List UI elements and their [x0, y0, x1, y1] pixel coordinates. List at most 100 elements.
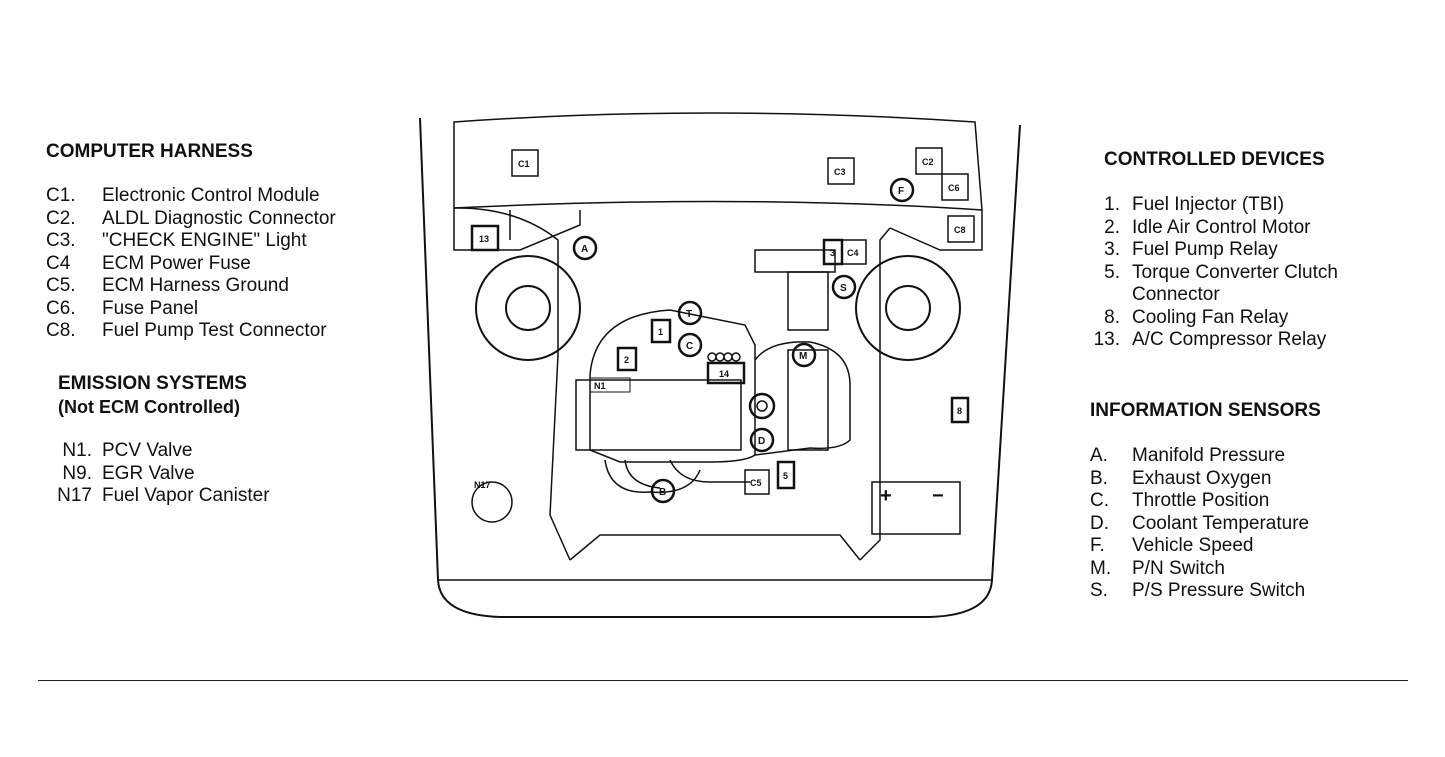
device-14-box [706, 361, 746, 385]
sensor-t-circle [677, 300, 703, 326]
c8-label: C8 [954, 225, 966, 235]
battery [871, 481, 961, 535]
controlled-devices-heading: CONTROLLED DEVICES [1104, 149, 1325, 170]
sensor-d-label: D [758, 436, 765, 447]
list-item: 8. Cooling Fan Relay [1092, 307, 1338, 330]
sensor-c-circle [677, 332, 703, 358]
sensor-a-label: A [581, 244, 588, 255]
item-label: Throttle Position [1132, 490, 1270, 511]
sensor-m-label: M [799, 351, 807, 362]
item-code: C. [1090, 490, 1109, 511]
list-item: A.Manifold Pressure [1090, 445, 1309, 468]
c2-label: C2 [922, 157, 934, 167]
device-14-pins [707, 352, 741, 362]
sensor-m-circle [791, 342, 817, 368]
item-code: M. [1090, 557, 1112, 579]
fuel-vapor-canister [471, 481, 513, 523]
n1-label: N1 [594, 381, 606, 391]
list-item: S.P/S Pressure Switch [1090, 580, 1309, 603]
item-label: ALDL Diagnostic Connector [102, 207, 336, 229]
information-sensors-heading: INFORMATION SENSORS [1090, 400, 1321, 421]
c1-label: C1 [518, 159, 530, 169]
item-label: Fuel Pump Relay [1132, 239, 1278, 260]
item-code: 1. [1104, 194, 1120, 215]
item-label: Fuel Pump Test Connector [102, 320, 327, 341]
device-13-label: 13 [479, 234, 489, 244]
emission-systems-heading: EMISSION SYSTEMS [58, 373, 247, 394]
item-code: C1. [46, 185, 76, 206]
list-item: C8.Fuel Pump Test Connector [46, 320, 336, 343]
item-label: P/N Switch [1132, 557, 1225, 579]
exhaust-manifold [604, 459, 750, 494]
left-strut-tower-outer [475, 255, 581, 361]
n1-box [589, 377, 631, 393]
information-sensors-list: A.Manifold Pressure B.Exhaust Oxygen C. T… [1090, 445, 1309, 603]
item-label: Electronic Control Module [102, 185, 320, 206]
item-code: N1. [62, 440, 92, 461]
sensor-f-label: F [898, 186, 904, 197]
item-code: C4 [46, 252, 71, 274]
list-item: F.Vehicle Speed [1090, 535, 1309, 558]
computer-harness-heading: COMPUTER HARNESS [46, 141, 253, 162]
c5-label: C5 [750, 478, 762, 488]
sensor-c-label: C [686, 341, 693, 352]
device-5-box [776, 460, 796, 490]
list-item: D.Coolant Temperature [1090, 513, 1309, 536]
item-code: F. [1090, 535, 1105, 556]
list-item: M. P/N Switch [1090, 558, 1309, 581]
list-item: C2. ALDL Diagnostic Connector [46, 208, 336, 231]
device-1-box [650, 318, 672, 344]
list-item: N9.EGR Valve [46, 463, 270, 486]
list-item: B.Exhaust Oxygen [1090, 468, 1309, 491]
c8-box [947, 215, 975, 243]
c6-label: C6 [948, 183, 960, 193]
valve-cover [575, 379, 742, 451]
device-2-label: 2 [624, 355, 629, 365]
sensor-f-circle [889, 177, 915, 203]
c6-box [941, 173, 969, 201]
right-strut-tower-outer [855, 255, 961, 361]
item-label: "CHECK ENGINE" Light [102, 230, 307, 251]
right-fender [889, 210, 983, 251]
item-label: Manifold Pressure [1132, 445, 1286, 466]
list-item: C. Throttle Position [1090, 490, 1309, 513]
item-label: Connector [1132, 284, 1220, 305]
battery-plus-label: + [880, 485, 892, 507]
item-code: S. [1090, 580, 1108, 601]
item-label: Exhaust Oxygen [1132, 467, 1272, 489]
device-2-box [616, 346, 638, 372]
right-fender-inner [859, 227, 891, 561]
pn-switch-housing [787, 349, 829, 451]
left-fender [453, 208, 581, 251]
list-item-continuation: Connector [1092, 284, 1338, 307]
right-strut-tower-inner [885, 285, 931, 331]
item-code: 2. [1104, 216, 1120, 238]
n17-label: N17 [474, 480, 491, 490]
item-code: 5. [1104, 261, 1120, 283]
item-label: Idle Air Control Motor [1132, 216, 1311, 238]
item-label: Fuel Vapor Canister [102, 485, 270, 506]
item-label: Cooling Fan Relay [1132, 306, 1289, 328]
item-code: C6. [46, 297, 76, 319]
sensor-b-label: B [659, 487, 666, 498]
device-1-label: 1 [658, 327, 663, 337]
c1-box [511, 149, 539, 177]
list-item: N1.PCV Valve [46, 440, 270, 463]
list-item: 1.Fuel Injector (TBI) [1092, 194, 1338, 217]
sensor-s-top-label: S [840, 283, 847, 294]
device-13-box [470, 224, 500, 252]
device-3-box [822, 238, 844, 266]
item-code: C2. [46, 207, 76, 229]
item-code: C3. [46, 230, 76, 251]
item-label: ECM Power Fuse [102, 252, 251, 274]
device-14-label: 14 [719, 369, 729, 379]
list-item: 2. Idle Air Control Motor [1092, 217, 1338, 240]
controlled-devices-list: 1.Fuel Injector (TBI) 2. Idle Air Control… [1092, 194, 1338, 352]
engine-compartment-diagram: + − N17 C1 C3 C2 C6 C8 C4 C5 13 3 1 2 14… [419, 112, 1021, 618]
item-code: D. [1090, 512, 1109, 534]
list-item: 5.Torque Converter Clutch [1092, 262, 1338, 285]
item-code: 8. [1104, 306, 1120, 328]
sensor-t-label: T [686, 309, 692, 320]
list-item: 3.Fuel Pump Relay [1092, 239, 1338, 262]
